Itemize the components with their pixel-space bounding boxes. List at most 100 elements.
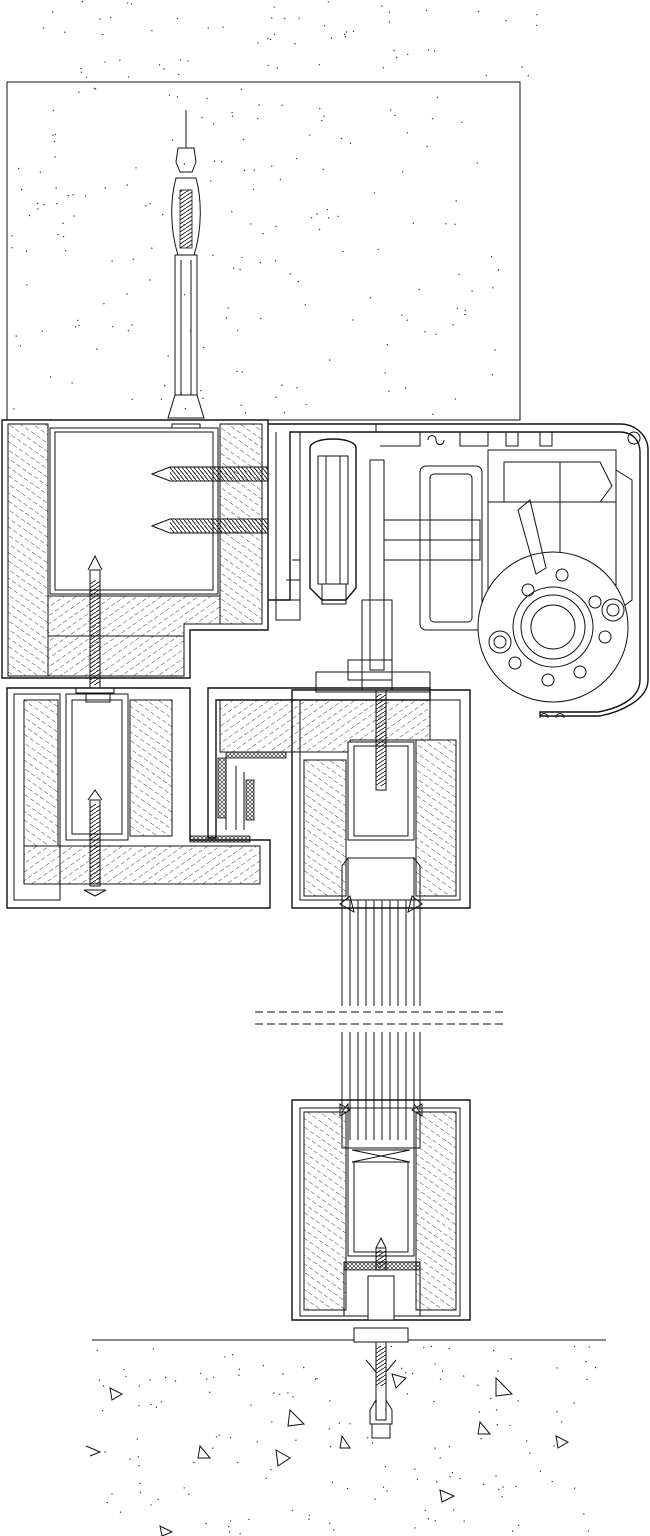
- stipple-dot: [279, 178, 282, 181]
- floor-guide-anchor: [353, 1327, 409, 1439]
- stipple-dot: [529, 1452, 531, 1454]
- stipple-dot: [240, 404, 242, 406]
- stipple-dot: [276, 67, 278, 69]
- stipple-dot: [237, 329, 239, 331]
- stipple-dot: [123, 1368, 125, 1371]
- stipple-dot: [393, 49, 395, 52]
- stipple-dot: [212, 254, 214, 256]
- stipple-dot: [345, 31, 348, 33]
- stipple-dot: [176, 17, 178, 20]
- stipple-dot: [163, 68, 165, 70]
- stipple-dot: [210, 180, 212, 182]
- stipple-dot: [179, 59, 182, 61]
- stipple-dot: [26, 284, 28, 286]
- stipple-dot: [130, 3, 133, 5]
- stipple-dot: [80, 67, 82, 70]
- stipple-dot: [242, 138, 245, 141]
- stipple-dot: [346, 1487, 349, 1490]
- stipple-dot: [491, 374, 494, 376]
- stipple-dot: [155, 1406, 157, 1408]
- stipple-dot: [328, 1522, 331, 1525]
- stipple-dot: [495, 1409, 498, 1411]
- stipple-dot: [434, 1447, 436, 1449]
- stipple-dot: [25, 250, 28, 252]
- stipple-dot: [485, 74, 488, 77]
- stipple-dot: [152, 1348, 155, 1350]
- stipple-dot: [330, 37, 333, 39]
- stipple-dot: [125, 1375, 127, 1378]
- stipple-dot: [382, 67, 385, 69]
- stipple-dot: [202, 397, 204, 399]
- stipple-dot: [52, 11, 54, 13]
- stipple-dot: [162, 214, 164, 216]
- stipple-dot: [369, 297, 372, 299]
- stipple-dot: [64, 250, 67, 252]
- stipple-dot: [53, 140, 56, 143]
- stipple-dot: [215, 1436, 218, 1438]
- stipple-dot: [318, 228, 321, 231]
- stipple-dot: [206, 97, 208, 100]
- stipple-dot: [586, 1378, 588, 1381]
- stipple-dot: [527, 75, 529, 77]
- stipple-dot: [222, 26, 224, 28]
- stipple-dot: [176, 96, 178, 98]
- stipple-dot: [318, 64, 320, 66]
- stipple-dot: [273, 6, 275, 8]
- stipple-dot: [501, 1496, 503, 1498]
- stipple-dot: [72, 194, 74, 196]
- stipple-dot: [458, 273, 460, 276]
- stipple-dot: [207, 27, 209, 29]
- stipple-dot: [425, 9, 428, 11]
- stipple-dot: [296, 387, 298, 389]
- stipple-dot: [256, 1441, 258, 1443]
- stipple-dot: [13, 408, 15, 410]
- stipple-dot: [344, 35, 347, 38]
- stipple-dot: [119, 59, 121, 61]
- stipple-dot: [20, 188, 23, 191]
- stipple-dot: [227, 307, 229, 309]
- stipple-dot: [240, 88, 242, 90]
- stipple-dot: [282, 1373, 284, 1375]
- break-line: [255, 1006, 505, 1032]
- stipple-dot: [338, 1422, 340, 1424]
- stipple-dot: [106, 1501, 108, 1504]
- stipple-dot: [267, 64, 269, 67]
- stipple-dot: [49, 376, 52, 378]
- stipple-dot: [396, 56, 398, 59]
- stipple-dot: [262, 1365, 265, 1367]
- stipple-dot: [201, 117, 203, 119]
- stipple-dot: [253, 169, 256, 171]
- stipple-dot: [167, 355, 169, 357]
- stipple-dot: [294, 43, 296, 45]
- stipple-dot: [271, 17, 273, 19]
- stipple-dot: [11, 235, 13, 237]
- stipple-dot: [284, 17, 286, 20]
- stipple-dot: [225, 317, 228, 319]
- stipple-dot: [333, 1529, 335, 1531]
- stipple-dot: [228, 1531, 231, 1533]
- stipple-dot: [208, 1391, 211, 1394]
- stipple-dot: [52, 109, 55, 112]
- stipple-dot: [495, 1475, 497, 1477]
- stipple-dot: [137, 1456, 139, 1458]
- stipple-dot: [271, 165, 273, 167]
- stipple-dot: [556, 1367, 558, 1369]
- stipple-dot: [131, 398, 133, 400]
- stipple-dot: [262, 232, 264, 235]
- stipple-dot: [275, 225, 277, 227]
- stipple-dot: [431, 118, 434, 120]
- stipple-dot: [270, 1469, 272, 1471]
- concrete-stipple: [11, 87, 500, 415]
- stipple-dot: [493, 1349, 495, 1352]
- stipple-dot: [158, 64, 161, 66]
- stipple-dot: [129, 1458, 131, 1461]
- stipple-dot: [400, 1367, 403, 1370]
- stipple-dot: [352, 319, 354, 321]
- stipple-dot: [327, 1, 330, 3]
- stipple-dot: [497, 269, 500, 271]
- stipple-dot: [74, 326, 77, 328]
- stipple-dot: [67, 194, 70, 197]
- stipple-dot: [257, 117, 259, 120]
- stipple-dot: [374, 1498, 376, 1500]
- stipple-dot: [319, 107, 321, 110]
